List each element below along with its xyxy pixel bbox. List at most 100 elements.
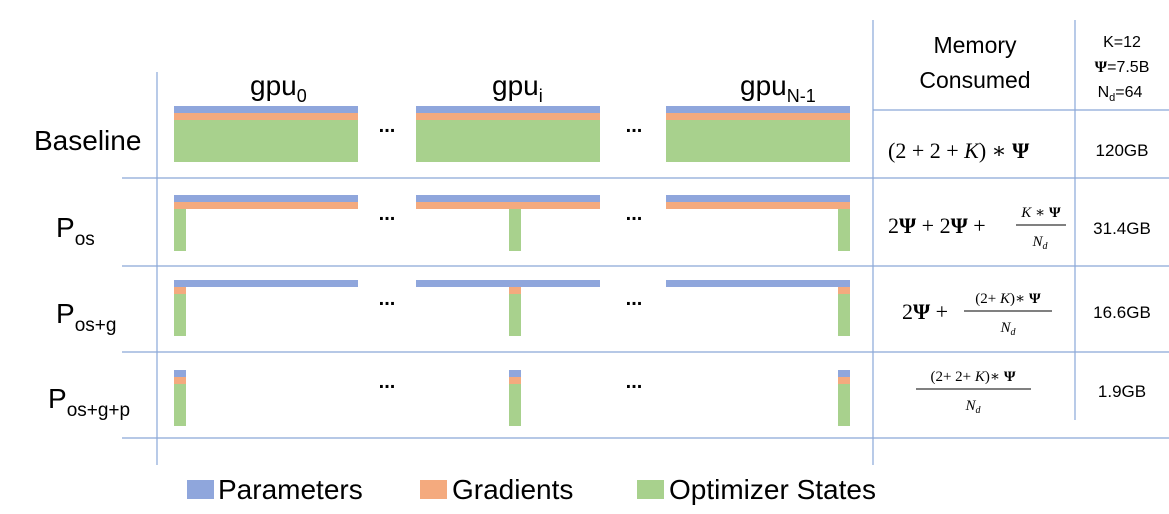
optimizer-states-bar — [509, 294, 521, 336]
formula-numerator: (2+ 2+ K)∗ Ψ — [930, 369, 1015, 385]
memory-value-p-os-g: 16.6GB — [1093, 303, 1151, 322]
baseline-gpui-stack — [416, 106, 600, 162]
p-os-gpun1-stack — [666, 195, 850, 251]
p-os-g-gpu0-stack — [174, 280, 358, 336]
row-labels: Baseline Pos Pos+g Pos+g+p — [34, 125, 141, 421]
param-psi: Ψ=7.5B — [1095, 59, 1150, 76]
parameters-bar — [838, 370, 850, 377]
legend: Parameters Gradients Optimizer States — [187, 474, 876, 505]
gpu-label-i: gpui — [492, 70, 543, 106]
legend-label-optimizer: Optimizer States — [669, 474, 876, 505]
p-os-g-p-gpu0-stack — [174, 370, 186, 426]
gradients-bar — [509, 377, 521, 384]
p-os-g-gpui-stack — [416, 280, 600, 336]
ellipsis: ... — [379, 288, 396, 310]
formula-numerator: K ∗ Ψ — [1020, 205, 1061, 221]
optimizer-states-bar — [666, 120, 850, 162]
p-os-g-p-gpun1-stack — [838, 370, 850, 426]
formula-text: (2 + 2 + K) ∗ Ψ — [888, 138, 1030, 163]
baseline-gpun1-stack — [666, 106, 850, 162]
gradients-bar — [666, 113, 850, 120]
optimizer-states-bar — [174, 294, 186, 336]
gpu-label-n-1: gpuN-1 — [740, 70, 816, 106]
memory-title: Memory Consumed — [919, 32, 1030, 93]
baseline-gpu0-stack — [174, 106, 358, 162]
parameters-bar — [666, 195, 850, 202]
parameters-bar — [416, 195, 600, 202]
row-label-baseline: Baseline — [34, 125, 141, 156]
formula-baseline: (2 + 2 + K) ∗ Ψ — [888, 138, 1030, 163]
formula-numerator: (2+ K)∗ Ψ — [975, 291, 1041, 307]
ellipsis: ... — [626, 115, 643, 137]
ellipsis: ... — [626, 203, 643, 225]
grid-lines — [122, 20, 1169, 465]
optimizer-states-bar — [838, 294, 850, 336]
row-label-p-os: Pos — [56, 212, 95, 250]
optimizer-states-bar — [174, 209, 186, 251]
legend-swatch-gradients — [420, 480, 447, 499]
formula-denominator: Nd — [964, 398, 981, 416]
gradients-bar — [174, 377, 186, 384]
gradients-bar — [174, 202, 358, 209]
parameters-bar — [666, 280, 850, 287]
parameters-bar — [174, 280, 358, 287]
memory-value-baseline: 120GB — [1096, 141, 1149, 160]
formula-lead: 2Ψ + 2Ψ + — [888, 213, 986, 238]
gradients-bar — [174, 287, 186, 294]
legend-label-parameters: Parameters — [218, 474, 363, 505]
gradients-bar — [174, 113, 358, 120]
gradients-bar — [509, 287, 521, 294]
memory-title-line1: Memory — [933, 32, 1017, 58]
ellipsis: ... — [379, 371, 396, 393]
gradients-bar — [838, 287, 850, 294]
p-os-g-gpun1-stack — [666, 280, 850, 336]
optimizer-states-bar — [174, 384, 186, 426]
memory-values: 120GB 31.4GB 16.6GB 1.9GB — [1093, 141, 1151, 401]
legend-swatch-parameters — [187, 480, 214, 499]
memory-value-p-os: 31.4GB — [1093, 219, 1151, 238]
optimizer-states-bar — [174, 120, 358, 162]
parameters-bar — [174, 370, 186, 377]
formula-p-os: 2Ψ + 2Ψ + K ∗ Ψ Nd — [888, 205, 1066, 252]
memory-value-p-os-g-p: 1.9GB — [1098, 382, 1146, 401]
gpu-ellipses: ... ... ... ... ... ... ... ... — [379, 115, 643, 393]
p-os-gpu0-stack — [174, 195, 358, 251]
row-label-p-os-g: Pos+g — [56, 298, 116, 336]
ellipsis: ... — [626, 288, 643, 310]
p-os-g-p-gpui-stack — [509, 370, 521, 426]
parameters-bar — [174, 106, 358, 113]
gradients-bar — [666, 202, 850, 209]
row-label-p-os-g-p: Pos+g+p — [48, 383, 130, 421]
param-nd: Nd=64 — [1098, 84, 1143, 104]
parameters-bar — [416, 106, 600, 113]
gradients-bar — [838, 377, 850, 384]
gpu-header: gpu0 gpui gpuN-1 — [250, 70, 816, 106]
formula-lead: 2Ψ + — [902, 299, 948, 324]
memory-title-line2: Consumed — [919, 67, 1030, 93]
ellipsis: ... — [379, 115, 396, 137]
optimizer-states-bar — [416, 120, 600, 162]
optimizer-states-bar — [838, 209, 850, 251]
ellipsis: ... — [626, 371, 643, 393]
parameters-box: K=12 Ψ=7.5B Nd=64 — [1095, 34, 1150, 104]
optimizer-states-bar — [509, 209, 521, 251]
gpu-label-0: gpu0 — [250, 70, 307, 106]
p-os-gpui-stack — [416, 195, 600, 251]
gradients-bar — [416, 202, 600, 209]
formula-p-os-g: 2Ψ + (2+ K)∗ Ψ Nd — [902, 291, 1052, 338]
parameters-bar — [509, 370, 521, 377]
param-k: K=12 — [1103, 34, 1141, 51]
formula-p-os-g-p: (2+ 2+ K)∗ Ψ Nd — [916, 369, 1031, 416]
formula-denominator: Nd — [1031, 234, 1048, 252]
parameters-bar — [174, 195, 358, 202]
ellipsis: ... — [379, 203, 396, 225]
optimizer-states-bar — [509, 384, 521, 426]
parameters-bar — [416, 280, 600, 287]
parameters-bar — [666, 106, 850, 113]
legend-label-gradients: Gradients — [452, 474, 573, 505]
formula-denominator: Nd — [999, 320, 1016, 338]
gradients-bar — [416, 113, 600, 120]
legend-swatch-optimizer — [637, 480, 664, 499]
